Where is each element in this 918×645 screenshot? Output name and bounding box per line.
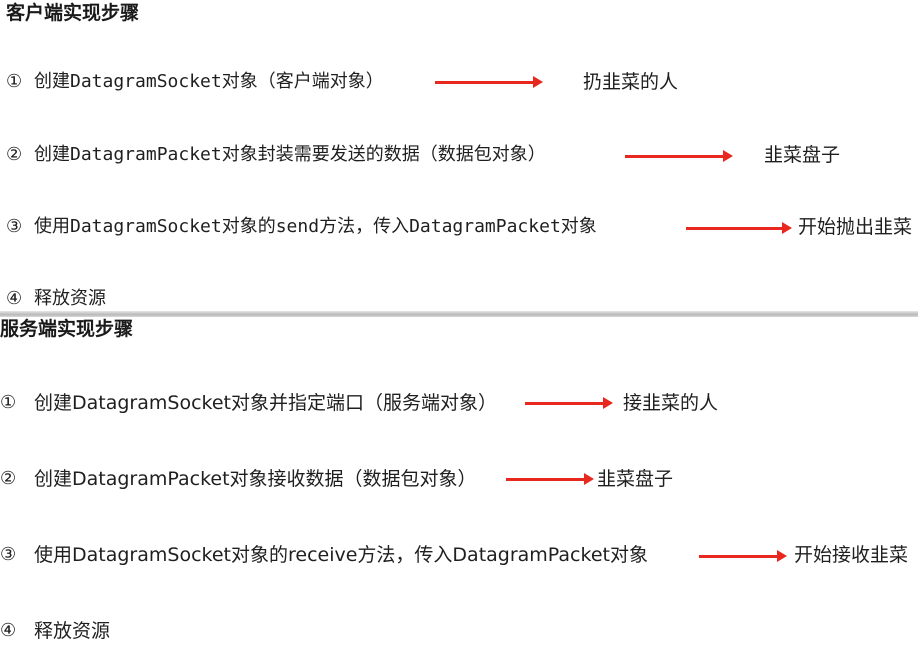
step-text: 创建DatagramPacket对象封装需要发送的数据（数据包对象）	[34, 144, 546, 165]
step-text: 使用DatagramSocket对象的receive方法，传入DatagramP…	[34, 544, 648, 566]
step-number: ④	[0, 620, 17, 641]
client-step-2-result: 韭菜盘子	[764, 144, 841, 166]
client-step-1: ① 创建DatagramSocket对象（客户端对象）	[6, 68, 384, 96]
arrow-icon	[525, 397, 613, 409]
client-step-1-result: 扔韭菜的人	[583, 71, 679, 93]
step-text: 释放资源	[34, 620, 111, 642]
arrow-icon	[699, 550, 787, 562]
step-text: 创建DatagramSocket对象（客户端对象）	[34, 71, 384, 92]
arrow-icon	[506, 473, 594, 485]
server-step-1-result: 接韭菜的人	[623, 392, 719, 414]
step-text: 创建DatagramSocket对象并指定端口（服务端对象）	[34, 392, 497, 414]
client-step-4: ④ 释放资源	[6, 285, 106, 313]
arrow-icon	[686, 222, 792, 234]
client-step-2: ② 创建DatagramPacket对象封装需要发送的数据（数据包对象）	[6, 141, 546, 169]
server-step-4: ④ 释放资源	[0, 617, 110, 645]
step-number: ②	[0, 468, 17, 489]
server-step-2: ② 创建DatagramPacket对象接收数据（数据包对象）	[0, 465, 477, 493]
step-text: 创建DatagramPacket对象接收数据（数据包对象）	[34, 468, 477, 490]
arrow-icon	[435, 76, 543, 88]
client-steps-panel: 客户端实现步骤 ① 创建DatagramSocket对象（客户端对象） 扔韭菜的…	[0, 0, 918, 311]
panel-divider	[0, 311, 918, 317]
client-title: 客户端实现步骤	[6, 2, 140, 24]
step-number: ①	[6, 71, 23, 92]
server-step-2-result: 韭菜盘子	[597, 468, 674, 490]
step-text: 使用DatagramSocket对象的send方法，传入DatagramPack…	[34, 216, 597, 237]
server-step-1: ① 创建DatagramSocket对象并指定端口（服务端对象）	[0, 389, 497, 417]
step-text: 释放资源	[34, 288, 106, 309]
step-number: ①	[0, 392, 17, 413]
server-title: 服务端实现步骤	[0, 318, 134, 340]
arrow-icon	[625, 150, 733, 162]
step-number: ③	[6, 216, 23, 237]
client-step-3: ③ 使用DatagramSocket对象的send方法，传入DatagramPa…	[6, 213, 597, 241]
client-step-3-result: 开始抛出韭菜	[798, 216, 913, 238]
server-steps-panel: 服务端实现步骤 ① 创建DatagramSocket对象并指定端口（服务端对象）…	[0, 317, 918, 644]
step-number: ③	[0, 544, 17, 565]
step-number: ④	[6, 288, 23, 309]
server-step-3: ③ 使用DatagramSocket对象的receive方法，传入Datagra…	[0, 541, 648, 569]
step-number: ②	[6, 144, 23, 165]
server-step-3-result: 开始接收韭菜	[794, 544, 909, 566]
